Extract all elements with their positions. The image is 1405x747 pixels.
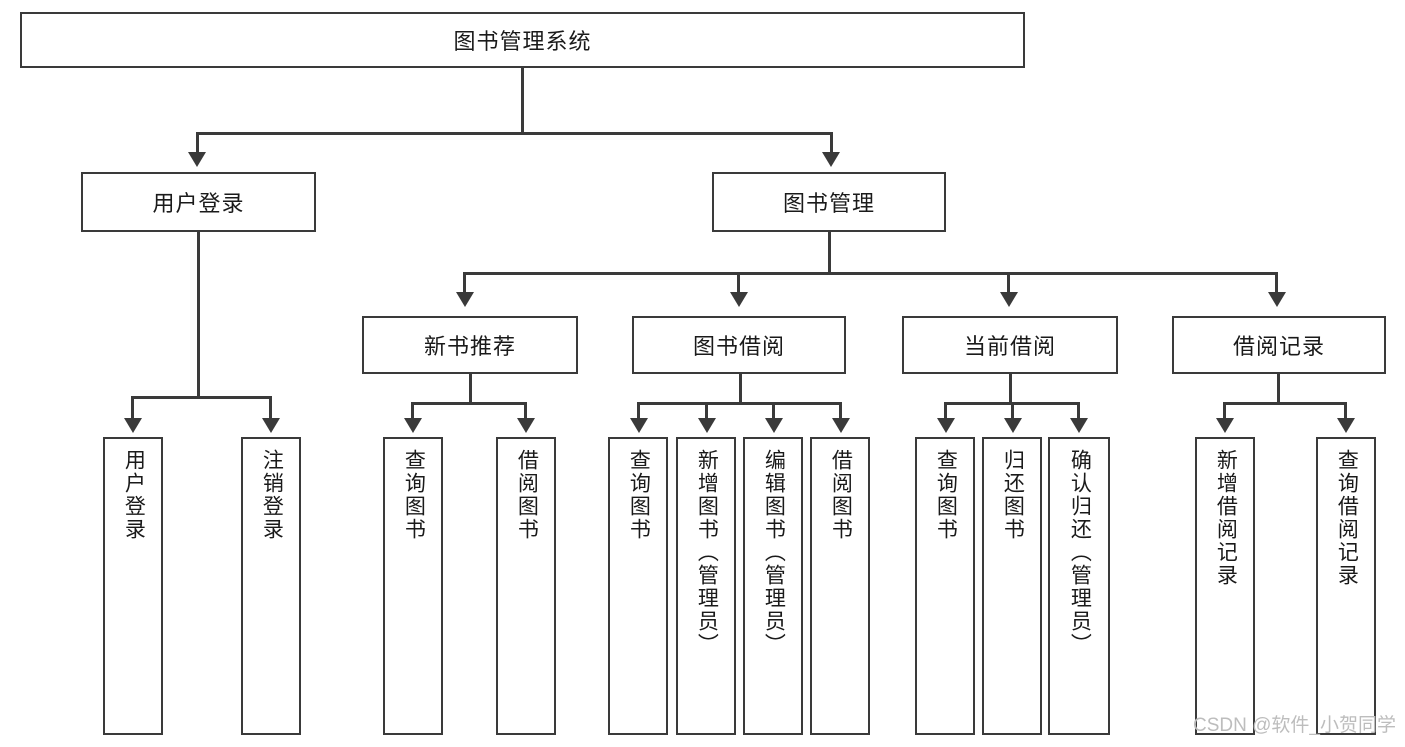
leaf-label: 注销登录 bbox=[260, 449, 284, 541]
leaf-book-borrow-edit[interactable]: 编辑图书（管理员） bbox=[743, 437, 803, 735]
connector-current-borrow-leaf3 bbox=[1077, 402, 1080, 420]
leaf-label: 用户登录 bbox=[122, 449, 146, 541]
leaf-label: 借阅图书 bbox=[515, 449, 539, 541]
leaf-new-book-query[interactable]: 查询图书 bbox=[383, 437, 443, 735]
connector-borrow-record-leaf1 bbox=[1223, 402, 1226, 420]
leaf-borrow-record-query[interactable]: 查询借阅记录 bbox=[1316, 437, 1376, 735]
node-label: 当前借阅 bbox=[963, 334, 1056, 359]
connector-new-book-leaf1 bbox=[411, 402, 414, 420]
connector-book-borrow-leaf2 bbox=[705, 402, 708, 420]
connector-root-stem bbox=[521, 68, 524, 134]
connector-book-mgmt-stem bbox=[828, 232, 831, 274]
node-new-book-recommend[interactable]: 新书推荐 bbox=[362, 316, 578, 374]
arrow-new-book-leaf1 bbox=[404, 418, 422, 433]
leaf-user-login-login[interactable]: 用户登录 bbox=[103, 437, 163, 735]
node-user-login[interactable]: 用户登录 bbox=[81, 172, 316, 232]
leaf-current-borrow-query[interactable]: 查询图书 bbox=[915, 437, 975, 735]
arrow-book-borrow-leaf1 bbox=[630, 418, 648, 433]
connector-book-mgmt-to-borrow-record bbox=[1275, 272, 1278, 294]
connector-book-borrow-leaf1 bbox=[637, 402, 640, 420]
leaf-label: 新增图书（管理员） bbox=[695, 449, 719, 656]
node-label: 借阅记录 bbox=[1232, 334, 1325, 359]
connector-book-mgmt-bus bbox=[463, 272, 1278, 275]
arrow-current-borrow-leaf3 bbox=[1070, 418, 1088, 433]
connector-book-borrow-leaf4 bbox=[839, 402, 842, 420]
connector-user-login-stem bbox=[197, 232, 200, 398]
leaf-book-borrow-add[interactable]: 新增图书（管理员） bbox=[676, 437, 736, 735]
arrow-book-mgmt-to-borrow-record bbox=[1268, 292, 1286, 307]
arrow-borrow-record-leaf2 bbox=[1337, 418, 1355, 433]
leaf-label: 编辑图书（管理员） bbox=[762, 449, 786, 656]
leaf-current-borrow-confirm-return[interactable]: 确认归还（管理员） bbox=[1048, 437, 1110, 735]
leaf-label: 查询借阅记录 bbox=[1335, 449, 1359, 587]
connector-current-borrow-leaf1 bbox=[944, 402, 947, 420]
arrow-current-borrow-leaf1 bbox=[937, 418, 955, 433]
arrow-book-borrow-leaf2 bbox=[698, 418, 716, 433]
arrow-book-mgmt-to-book-borrow bbox=[730, 292, 748, 307]
arrow-user-login-leaf2 bbox=[262, 418, 280, 433]
node-book-management[interactable]: 图书管理 bbox=[712, 172, 946, 232]
connector-borrow-record-bus bbox=[1223, 402, 1347, 405]
connector-current-borrow-leaf2 bbox=[1011, 402, 1014, 420]
node-book-borrow[interactable]: 图书借阅 bbox=[632, 316, 846, 374]
connector-book-borrow-stem bbox=[739, 374, 742, 404]
leaf-label: 查询图书 bbox=[934, 449, 958, 541]
node-borrow-record[interactable]: 借阅记录 bbox=[1172, 316, 1386, 374]
connector-book-mgmt-to-new-book bbox=[463, 272, 466, 294]
connector-root-to-user-login bbox=[196, 132, 199, 154]
connector-current-borrow-stem bbox=[1009, 374, 1012, 404]
connector-user-login-leaf2 bbox=[269, 396, 272, 420]
connector-root-bus bbox=[196, 132, 833, 135]
arrow-current-borrow-leaf2 bbox=[1004, 418, 1022, 433]
arrow-root-to-user-login bbox=[188, 152, 206, 167]
leaf-borrow-record-add[interactable]: 新增借阅记录 bbox=[1195, 437, 1255, 735]
connector-book-mgmt-to-current-borrow bbox=[1007, 272, 1010, 294]
arrow-book-mgmt-to-current-borrow bbox=[1000, 292, 1018, 307]
connector-borrow-record-leaf2 bbox=[1344, 402, 1347, 420]
connector-borrow-record-stem bbox=[1277, 374, 1280, 404]
arrow-new-book-leaf2 bbox=[517, 418, 535, 433]
connector-root-to-book-mgmt bbox=[830, 132, 833, 154]
leaf-new-book-borrow[interactable]: 借阅图书 bbox=[496, 437, 556, 735]
node-root-system[interactable]: 图书管理系统 bbox=[20, 12, 1025, 68]
connector-book-borrow-leaf3 bbox=[772, 402, 775, 420]
arrow-borrow-record-leaf1 bbox=[1216, 418, 1234, 433]
leaf-label: 新增借阅记录 bbox=[1214, 449, 1238, 587]
leaf-label: 借阅图书 bbox=[829, 449, 853, 541]
node-label: 图书管理 bbox=[782, 191, 875, 216]
leaf-label: 查询图书 bbox=[627, 449, 651, 541]
connector-book-mgmt-to-book-borrow bbox=[737, 272, 740, 294]
arrow-book-borrow-leaf4 bbox=[832, 418, 850, 433]
arrow-book-mgmt-to-new-book bbox=[456, 292, 474, 307]
leaf-book-borrow-borrow[interactable]: 借阅图书 bbox=[810, 437, 870, 735]
leaf-current-borrow-return[interactable]: 归还图书 bbox=[982, 437, 1042, 735]
leaf-label: 确认归还（管理员） bbox=[1068, 449, 1092, 656]
arrow-user-login-leaf1 bbox=[124, 418, 142, 433]
node-label: 图书借阅 bbox=[692, 334, 785, 359]
arrow-root-to-book-mgmt bbox=[822, 152, 840, 167]
node-label: 用户登录 bbox=[152, 191, 245, 216]
arrow-book-borrow-leaf3 bbox=[765, 418, 783, 433]
leaf-user-login-logout[interactable]: 注销登录 bbox=[241, 437, 301, 735]
node-label: 新书推荐 bbox=[423, 334, 516, 359]
leaf-label: 查询图书 bbox=[402, 449, 426, 541]
node-label: 图书管理系统 bbox=[453, 29, 592, 54]
connector-user-login-bus bbox=[131, 396, 270, 399]
node-current-borrow[interactable]: 当前借阅 bbox=[902, 316, 1118, 374]
leaf-label: 归还图书 bbox=[1001, 449, 1025, 541]
connector-new-book-leaf2 bbox=[524, 402, 527, 420]
connector-user-login-leaf1 bbox=[131, 396, 134, 420]
connector-book-borrow-bus bbox=[637, 402, 842, 405]
leaf-book-borrow-query[interactable]: 查询图书 bbox=[608, 437, 668, 735]
connector-new-book-bus bbox=[411, 402, 527, 405]
connector-new-book-stem bbox=[469, 374, 472, 404]
